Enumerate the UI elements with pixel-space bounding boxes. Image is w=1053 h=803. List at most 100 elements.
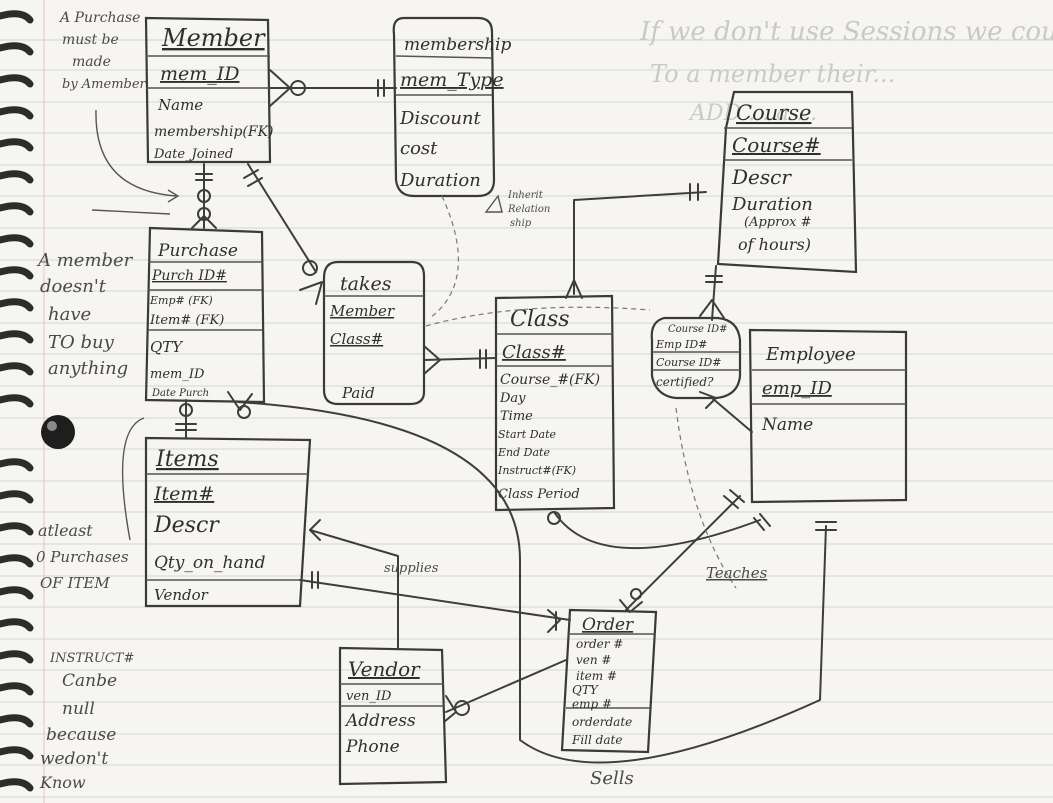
rel-vendor-order <box>445 659 567 713</box>
entity-class: Class Class# Course_#(FK) Day Time Start… <box>494 294 616 512</box>
course-attr-duration: Duration <box>731 194 813 215</box>
rel-class-course <box>573 191 707 295</box>
items-title: Items <box>155 447 219 472</box>
rel-takes-class <box>423 357 497 361</box>
purchase-attr-qty: QTY <box>150 338 184 356</box>
order-title: Order <box>582 615 634 635</box>
items-note-line-3: OF ITEM <box>40 574 110 592</box>
order-attr-filldate: Fill date <box>571 733 622 747</box>
entity-order: Order order # ven # item # QTY emp # ord… <box>560 608 658 754</box>
null-note-line-4: because <box>46 725 116 745</box>
certified-attr-course-top: Course ID# <box>668 324 727 335</box>
member-note-line-4: TO buy <box>48 332 115 353</box>
rel-items-vendor-supplies <box>309 529 399 649</box>
items-attr-descr: Descr <box>153 513 220 538</box>
rel-items-order <box>299 579 571 621</box>
course-title: Course <box>736 101 811 125</box>
order-attr-item: item # <box>576 669 617 683</box>
entity-items: Items Item# Descr Qty_on_hand Vendor <box>144 436 312 608</box>
items-note-arrow <box>121 417 145 541</box>
null-note-line-2: Canbe <box>62 671 117 691</box>
employee-title: Employee <box>765 344 856 365</box>
items-pk: Item# <box>153 483 214 505</box>
class-title: Class <box>510 307 570 332</box>
entity-course: Course Course# Descr Duration (Approx # … <box>716 90 858 274</box>
membership-attr-cost: cost <box>400 138 438 159</box>
member-attr-membership: membership(FK) <box>154 124 274 140</box>
class-attr-course: Course_#(FK) <box>500 372 600 388</box>
class-attr-time: Time <box>500 409 533 424</box>
membership-attr-duration: Duration <box>399 170 481 191</box>
entity-member: Member mem_ID Name membership(FK) Date_J… <box>144 16 274 164</box>
margin-notes: A Purchase must be made by Amember A mem… <box>36 10 147 792</box>
rel-certified-employee <box>711 397 753 433</box>
label-teaches: Teaches <box>706 564 768 582</box>
items-attr-vendor: Vendor <box>154 586 209 604</box>
rel-order-employee <box>625 495 741 611</box>
member-attr-name: Name <box>157 96 203 114</box>
order-attr-orderdate: orderdate <box>572 715 632 729</box>
order-attr-emp: emp # <box>572 697 612 711</box>
certified-attr-course: Course ID# <box>656 356 721 369</box>
entity-vendor: Vendor ven_ID Address Phone <box>338 646 448 786</box>
null-note-line-6: Know <box>39 773 86 792</box>
label-sells: Sells <box>590 768 634 789</box>
certified-attr-emp: Emp ID# <box>655 338 707 351</box>
vendor-title: Vendor <box>348 657 421 681</box>
course-attr-approx: (Approx # <box>744 215 812 230</box>
course-attr-hours: of hours) <box>738 235 811 254</box>
member-note-line-2: doesn't <box>40 276 107 297</box>
top-right-line-1: If we don't use Sessions we could not <box>639 17 1053 47</box>
purchase-note-line-3: made <box>72 54 111 70</box>
rel-class-employee-teaches <box>553 511 761 549</box>
order-pk: order # <box>576 637 623 651</box>
member-pk: mem_ID <box>160 63 240 85</box>
top-right-line-3: ADD ... a ... <box>688 101 817 126</box>
purchase-attr-emp: Emp# (FK) <box>149 294 213 307</box>
class-attr-end-date: End Date <box>497 446 550 459</box>
takes-attr-class: Class# <box>330 330 383 348</box>
purchase-pk: Purch ID# <box>151 268 227 284</box>
class-attr-day: Day <box>499 391 526 406</box>
order-attr-ven: ven # <box>576 653 611 667</box>
purchase-note-arrow <box>95 109 177 197</box>
purchase-note-line-1: A Purchase <box>58 10 140 26</box>
member-attr-date-joined: Date_Joined <box>153 147 233 162</box>
member-note-line-3: have <box>48 304 91 325</box>
null-note-line-1: INSTRUCT# <box>49 651 134 666</box>
course-attr-descr: Descr <box>731 165 792 189</box>
relationship-lines <box>91 69 837 764</box>
label-inherit-3: ship <box>510 218 532 229</box>
entity-purchase: Purchase Purch ID# Emp# (FK) Item# (FK) … <box>144 226 266 404</box>
binder-hole <box>41 415 75 449</box>
member-note-line-5: anything <box>48 358 128 379</box>
teaches-dashed <box>675 407 737 589</box>
member-note-line-1: A member <box>36 250 134 271</box>
rel-purchase-employee-sells <box>237 401 827 764</box>
class-attr-period: Class Period <box>498 487 580 502</box>
purchase-note-line-2: must be <box>62 32 119 48</box>
null-note-line-3: null <box>62 699 95 719</box>
employee-pk: emp_ID <box>762 378 832 399</box>
relationship-labels: Inherit Relation ship supplies Teaches S… <box>384 190 768 789</box>
top-right-faint-note: If we don't use Sessions we could not To… <box>639 17 1053 126</box>
rel-member-takes <box>247 163 317 273</box>
takes-title: takes <box>340 273 392 295</box>
rel-inherit-dashed <box>429 195 459 319</box>
purchase-note-line-4: by Amember <box>62 77 147 92</box>
items-attr-qty: Qty_on_hand <box>154 553 266 573</box>
class-attr-start-date: Start Date <box>498 428 556 441</box>
rel-course-certified <box>711 265 717 321</box>
takes-attr-paid: Paid <box>341 384 375 402</box>
items-note-line-2: 0 Purchases <box>36 548 129 566</box>
employee-attr-name: Name <box>761 415 813 435</box>
entity-membership: membership mem_Type Discount cost Durati… <box>392 16 511 198</box>
membership-pk: mem_Type <box>400 69 504 91</box>
vendor-attr-address: Address <box>344 711 416 731</box>
class-pk: Class# <box>502 342 566 363</box>
purchase-title: Purchase <box>157 241 238 261</box>
order-attr-qty: QTY <box>572 683 599 697</box>
entity-certified: Course ID# Emp ID# Course ID# certified? <box>650 316 742 400</box>
purchase-attr-item: Item# (FK) <box>149 313 224 328</box>
